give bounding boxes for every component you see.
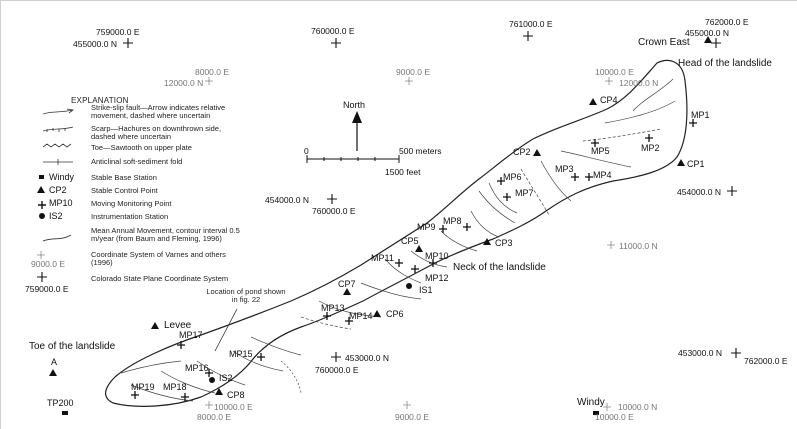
toe-label: Toe of the landslide	[29, 341, 116, 352]
state-plane-crosses	[37, 31, 741, 362]
lg-12000n-left: 12000.0 N	[164, 78, 204, 88]
scale-meters: 500 meters	[399, 146, 442, 156]
lg-10000n: 10000.0 N	[618, 402, 658, 412]
lg-8000e-bottom: 8000.0 E	[197, 412, 232, 422]
cp5-label: CP5	[401, 236, 419, 246]
legend-markers	[37, 175, 46, 219]
legend-title: EXPLANATION	[71, 96, 129, 105]
lg-8000e-top: 8000.0 E	[195, 67, 230, 77]
mp10-label: MP10	[425, 251, 449, 261]
mp2-label: MP2	[641, 143, 660, 153]
mp6-label: MP6	[503, 172, 522, 182]
head-label: Head of the landslide	[678, 58, 772, 69]
instrumentation-stations	[209, 283, 412, 383]
legend-sym-mp10: MP10	[49, 198, 73, 208]
station-tp200: TP200	[47, 398, 74, 408]
sp-760000e-top: 760000.0 E	[311, 26, 355, 36]
mp11-label: MP11	[371, 253, 394, 263]
mp17-label: MP17	[179, 330, 203, 340]
cp7-label: CP7	[338, 279, 356, 289]
sp-762000e-top: 762000.0 E	[705, 17, 749, 27]
legend-varnes: Coordinate System of Varnes and others (…	[91, 250, 226, 267]
legend-instrumentation: Instrumentation Station	[91, 212, 169, 221]
mp15-label: MP15	[229, 349, 253, 359]
legend-scarp: Scarp—Hachures on downthrown side, dashe…	[91, 124, 222, 141]
mp7-label: MP7	[515, 188, 534, 198]
monitoring-points	[131, 119, 697, 401]
scale-zero: 0	[304, 146, 309, 156]
lg-9000e-bottom: 9000.0 E	[395, 412, 430, 422]
lg-12000n-right: 12000.0 N	[619, 78, 659, 88]
mp9-label: MP9	[417, 222, 436, 232]
lg-9000e-top: 9000.0 E	[396, 67, 431, 77]
sp-453000n-mid: 453000.0 N	[345, 353, 389, 363]
legend-toe: Toe—Sawtooth on upper plate	[91, 143, 192, 152]
mp1-label: MP1	[691, 110, 710, 120]
legend-fold: Anticlinal soft-sediment fold	[91, 157, 183, 166]
sp-455000n-right: 455000.0 N	[685, 28, 729, 38]
sp-455000n-left: 455000.0 N	[73, 39, 117, 49]
sp-762000e-bottom: 762000.0 E	[744, 356, 788, 366]
mp14-label: MP14	[349, 311, 373, 321]
is1-label: IS1	[419, 285, 433, 295]
local-grid-crosses	[37, 77, 615, 411]
legend-state-plane: Colorado State Plane Coordinate System	[91, 274, 229, 283]
mp8-label: MP8	[443, 216, 462, 226]
mp4-label: MP4	[593, 170, 612, 180]
legend-sym-is2: IS2	[49, 211, 63, 221]
sp-761000e: 761000.0 E	[509, 19, 553, 29]
legend-sym-windy: Windy	[49, 172, 75, 182]
lg-10000e-bottom: 10000.0 E	[595, 412, 634, 422]
lg-10000e-top: 10000.0 E	[595, 67, 634, 77]
sp-760000e-bottom: 760000.0 E	[315, 365, 359, 375]
legend-sym-9000e: 9000.0 E	[31, 259, 66, 269]
cp3-label: CP3	[495, 238, 513, 248]
legend-monitoring-point: Moving Monitoring Point	[91, 199, 172, 208]
base-stations	[49, 36, 712, 415]
cp2-label: CP2	[513, 147, 531, 157]
sp-760000e-mid: 760000.0 E	[312, 206, 356, 216]
lg-11000n: 11000.0 N	[619, 241, 658, 251]
mp16-label: MP16	[185, 363, 209, 373]
legend-control-point: Stable Control Point	[91, 186, 158, 195]
station-crown-east: Crown East	[638, 37, 690, 48]
pond-label: Location of pond shown in fig. 22	[206, 287, 286, 304]
cp8-label: CP8	[227, 390, 245, 400]
legend-symbols	[42, 108, 74, 242]
sp-454000n-mid: 454000.0 N	[265, 195, 309, 205]
is2-label: IS2	[219, 373, 233, 383]
station-windy: Windy	[577, 397, 605, 408]
scale-feet: 1500 feet	[385, 167, 421, 177]
sp-454000n-right: 454000.0 N	[677, 187, 721, 197]
legend-base-station: Stable Base Station	[91, 173, 157, 182]
legend-sym-759000e: 759000.0 E	[25, 284, 69, 294]
mp12-label: MP12	[425, 273, 449, 283]
mp5-label: MP5	[591, 146, 610, 156]
north-arrow	[352, 111, 362, 151]
mp13-label: MP13	[321, 303, 345, 313]
cp4-label: CP4	[600, 95, 618, 105]
station-a: A	[51, 357, 58, 367]
mp19-label: MP19	[131, 382, 155, 392]
sp-453000n-right: 453000.0 N	[678, 348, 722, 358]
cp6-label: CP6	[386, 309, 404, 319]
legend-contour: Mean Annual Movement, contour interval 0…	[91, 226, 240, 243]
control-points	[151, 98, 685, 395]
sp-759000e: 759000.0 E	[96, 27, 140, 37]
neck-label: Neck of the landslide	[453, 262, 546, 273]
mp18-label: MP18	[163, 382, 187, 392]
cp1-label: CP1	[687, 159, 705, 169]
pond-leader	[214, 308, 238, 352]
lg-10000e-bottom-left: 10000.0 E	[214, 402, 253, 412]
levee-label: Levee	[164, 320, 192, 331]
north-label: North	[343, 100, 366, 110]
scale-bar	[306, 155, 400, 163]
mp3-label: MP3	[555, 164, 574, 174]
landslide-outline	[105, 59, 688, 407]
legend-sym-cp2: CP2	[49, 185, 67, 195]
legend-fault: Strike-slip fault—Arrow indicates relati…	[91, 103, 226, 120]
